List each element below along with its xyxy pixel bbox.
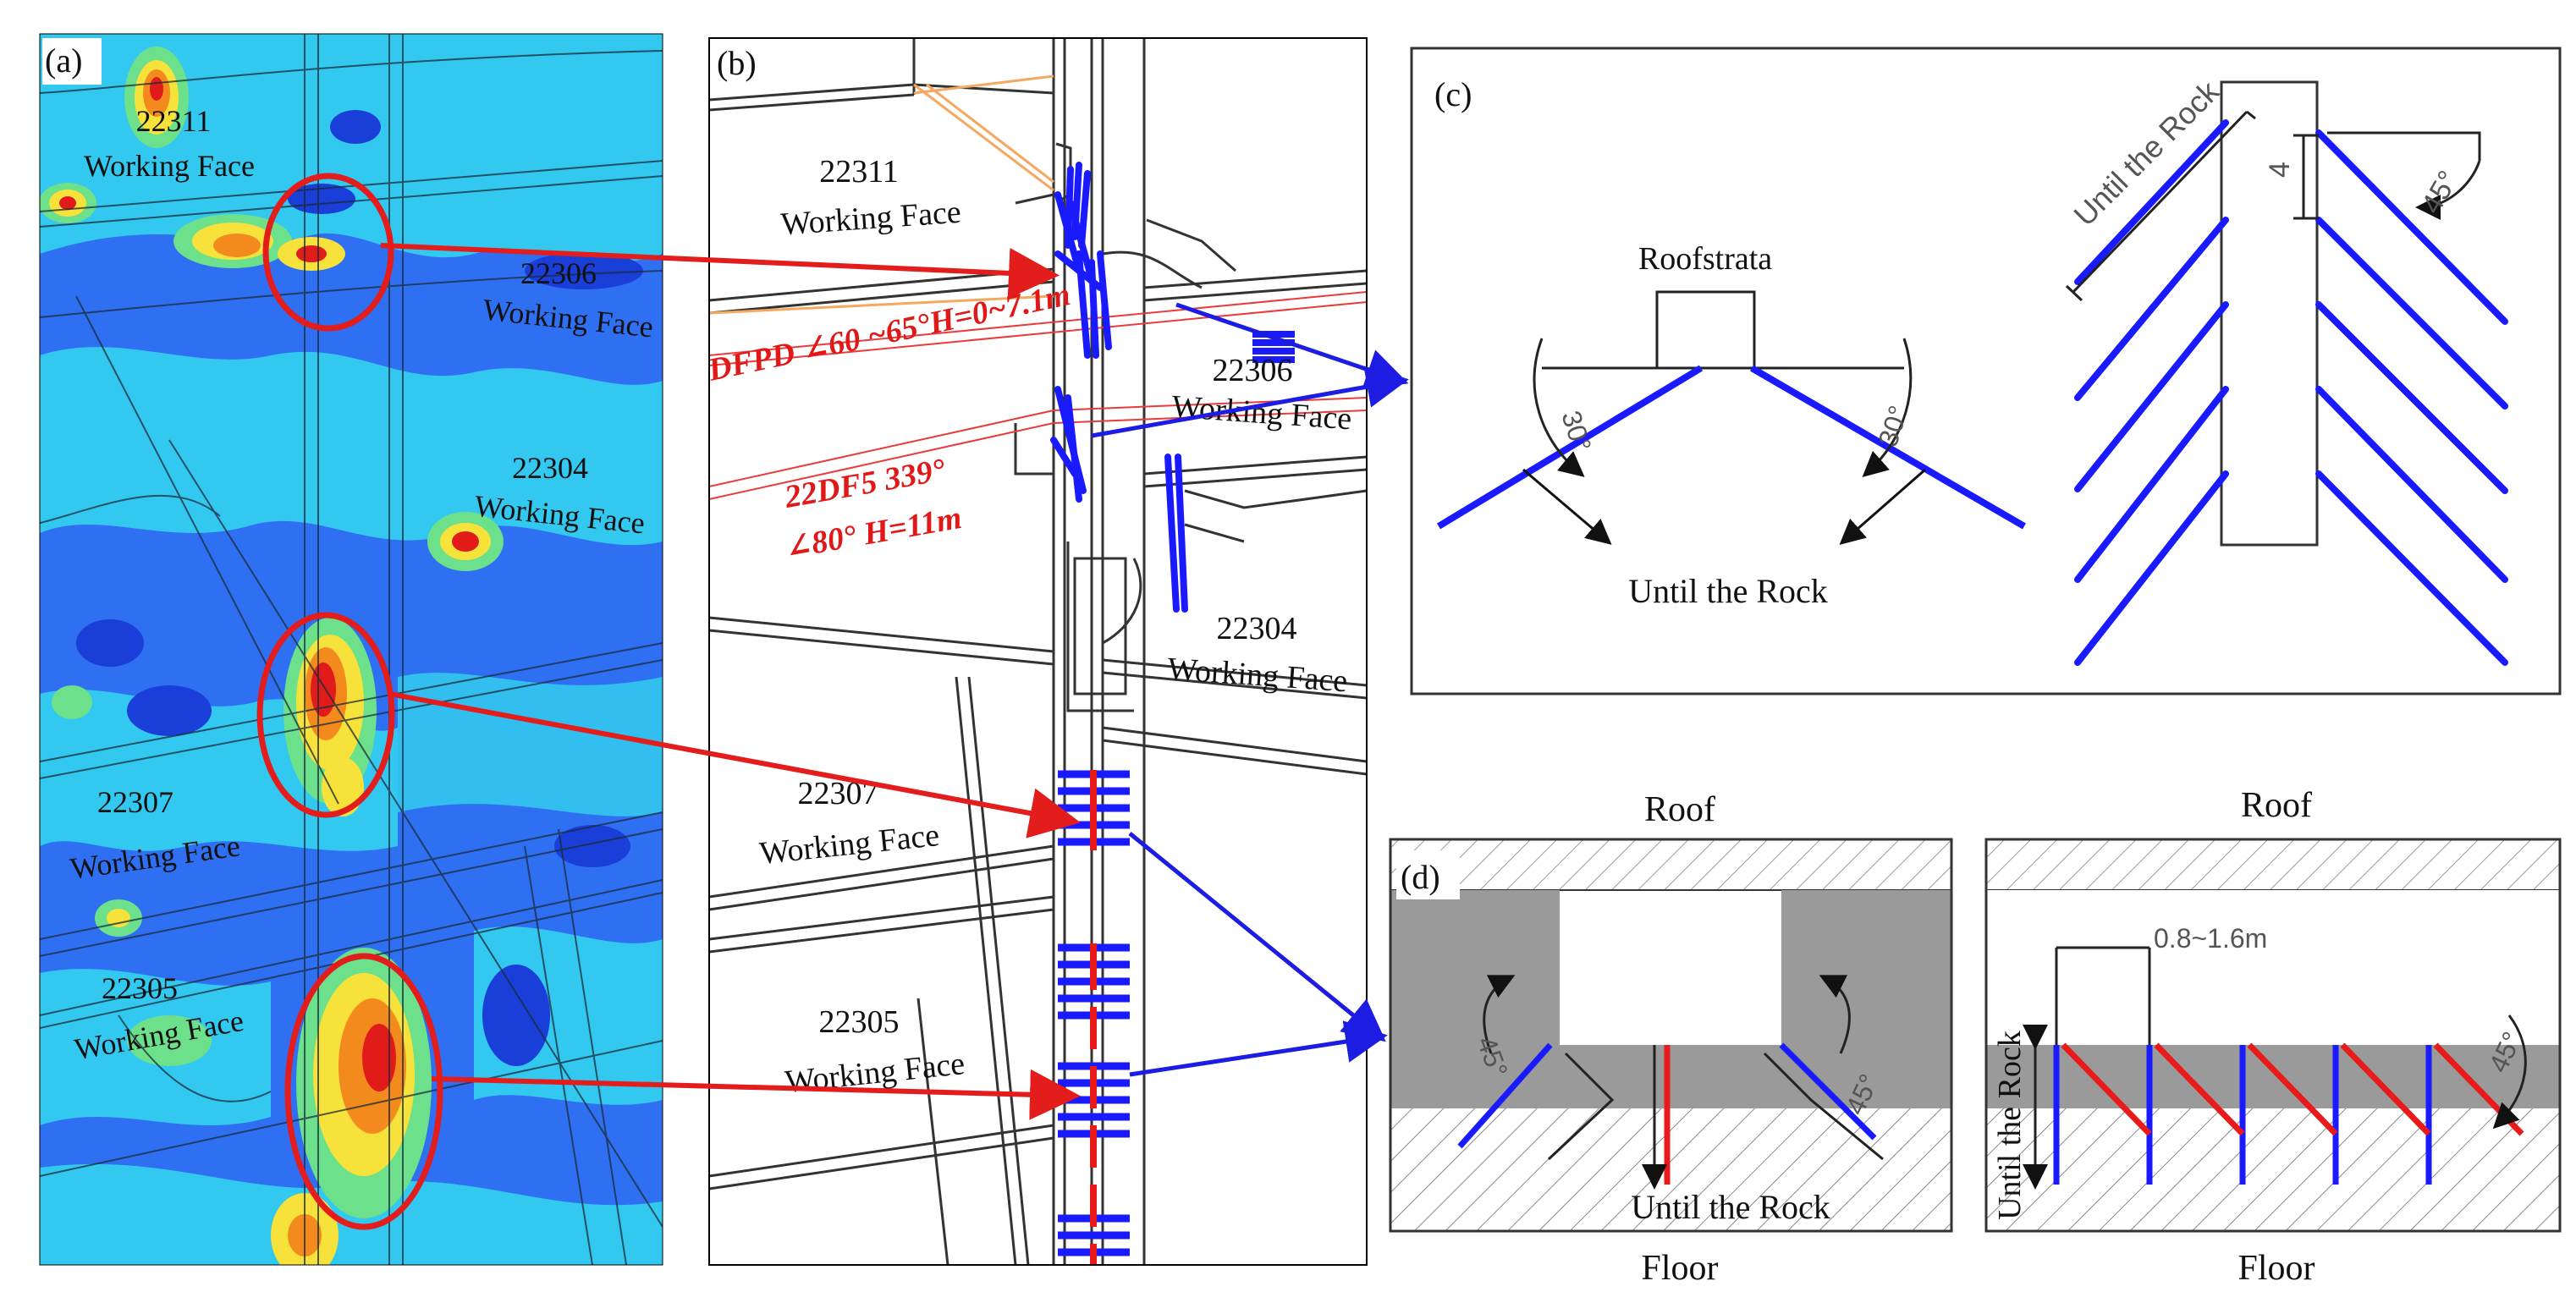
a-face-id-22307: 22307	[97, 785, 173, 819]
a-face-text-22311: Working Face	[84, 149, 255, 183]
until-rock-c-left: Until the Rock	[1628, 572, 1828, 610]
highlight-ellipse-2	[256, 612, 395, 818]
borehole-cluster-top	[1050, 162, 1188, 613]
panel-c-label: (c)	[1434, 75, 1472, 113]
a-face-id-22311: 22311	[136, 104, 212, 138]
panel-a: 22311 Working Face 22306 Working Face 22…	[40, 34, 663, 1265]
spacing-d: 0.8~1.6m	[2154, 923, 2267, 954]
spacing-4: 4	[2264, 162, 2296, 178]
until-rock-d-left: Until the Rock	[1631, 1188, 1830, 1226]
panel-d-label: (d)	[1401, 858, 1440, 896]
until-rock-d-right: Until the Rock	[1992, 1031, 2028, 1220]
panel-c: (c) Roofstrata 30° 30° Until the Rock	[1410, 47, 2562, 695]
floor-d-left: Floor	[1641, 1249, 1718, 1288]
b-face-id-22311: 22311	[819, 154, 899, 190]
floor-d-right: Floor	[2237, 1249, 2315, 1288]
hotspot-22306	[173, 214, 345, 271]
a-face-id-22306: 22306	[520, 256, 597, 290]
panel-d: Roof Roof Floor Floor (d) 45° 45° Until …	[1389, 786, 2562, 1288]
panel-a-label: (a)	[45, 41, 82, 80]
b-face-id-22304: 22304	[1217, 611, 1297, 646]
arrows-blue	[1091, 302, 1409, 1077]
hotspot-22304	[427, 512, 504, 571]
roof-strata-label: Roofstrata	[1638, 241, 1772, 277]
roof-d-right: Roof	[2241, 786, 2312, 825]
a-face-id-22305: 22305	[102, 971, 178, 1005]
b-face-id-22306: 22306	[1213, 353, 1293, 388]
roof-d-left: Roof	[1644, 790, 1715, 829]
b-face-id-22305: 22305	[819, 1004, 900, 1040]
highlight-ellipse-1	[262, 173, 394, 332]
panel-b-label: (b)	[717, 44, 757, 82]
a-face-id-22304: 22304	[512, 451, 588, 485]
hotspot-top-left	[40, 183, 96, 223]
panel-b: DFPD ∠60 ~65°H=0~7.1m 22DF5 339° ∠80° H=…	[709, 38, 1367, 1265]
arrows-red	[380, 243, 1081, 1120]
highlight-ellipse-3	[284, 953, 443, 1230]
